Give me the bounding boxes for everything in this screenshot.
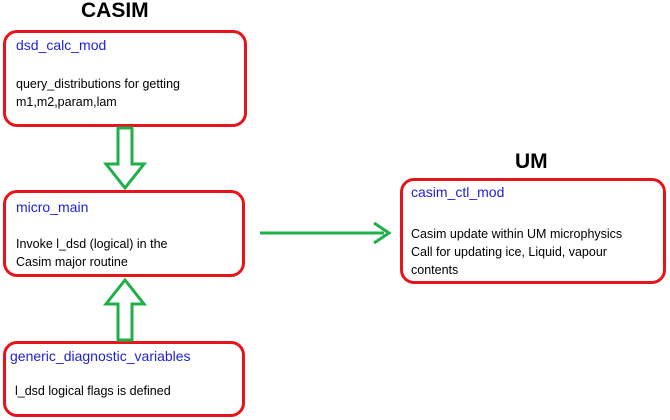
dsd-calc-mod-title: dsd_calc_mod (16, 37, 107, 53)
um-heading: UM (515, 150, 548, 173)
dsd-calc-mod-box: dsd_calc_mod query_distributions for get… (3, 30, 247, 127)
micro-main-box: micro_main Invoke l_dsd (logical) in the… (3, 190, 245, 277)
generic-diagnostic-variables-title: generic_diagnostic_variables (10, 348, 191, 364)
micro-main-title: micro_main (16, 199, 89, 215)
casim-ctl-mod-line: Call for updating ice, Liquid, vapour (411, 245, 607, 259)
casim-ctl-mod-line: contents (411, 263, 459, 277)
micro-main-line: Casim major routine (16, 255, 128, 269)
generic-diagnostic-variables-line: l_dsd logical flags is defined (15, 384, 171, 398)
casim-ctl-mod-title: casim_ctl_mod (411, 184, 505, 200)
micro-main-line: Invoke l_dsd (logical) in the (16, 237, 168, 251)
generic-diagnostic-variables-box: generic_diagnostic_variables l_dsd logic… (3, 341, 245, 417)
dsd-calc-mod-line: m1,m2,param,lam (16, 95, 117, 109)
dsd-calc-mod-line: query_distributions for getting (16, 77, 180, 91)
casim-heading: CASIM (81, 0, 149, 22)
casim-ctl-mod-box: casim_ctl_mod Casim update within UM mic… (400, 178, 666, 284)
casim-ctl-mod-line: Casim update within UM microphysics (411, 227, 623, 241)
right-arrow-icon (260, 221, 392, 245)
up-arrow-icon (102, 277, 148, 342)
down-arrow-icon (102, 126, 148, 191)
